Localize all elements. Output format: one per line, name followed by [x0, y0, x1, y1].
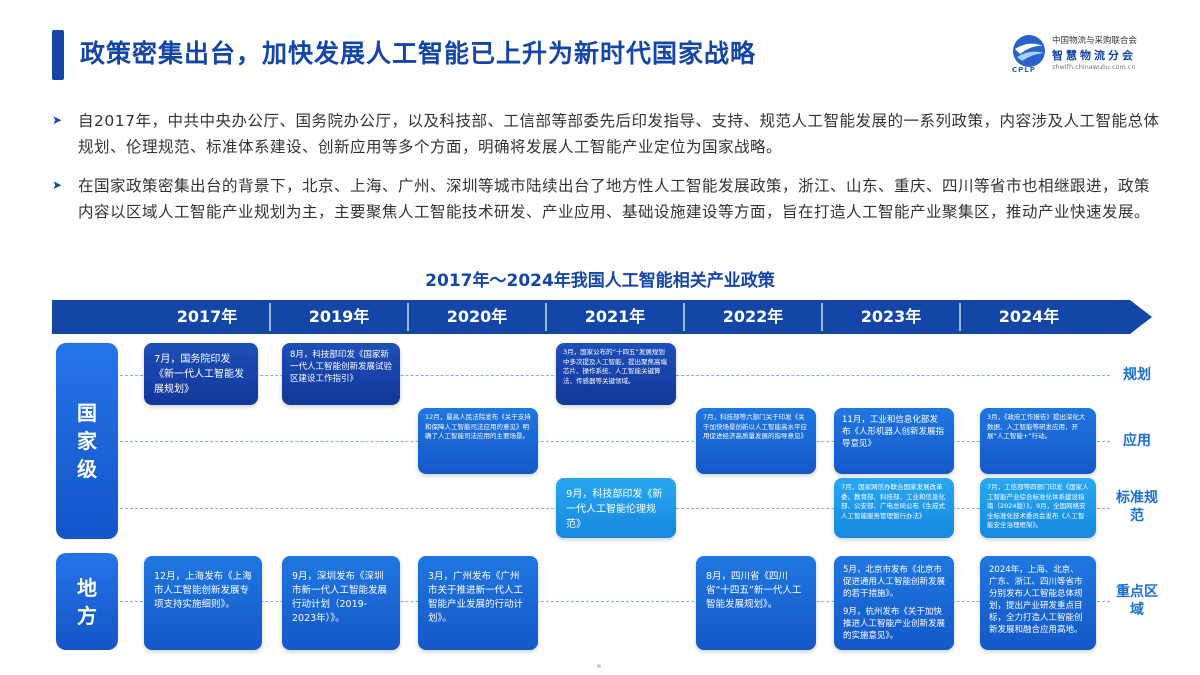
policy-card-2022-national: 7月，科技部等六部门关于印发《关于加快场景创新以人工智能高水平应用促进经济高质量…: [696, 408, 816, 474]
year-2023: 2023年: [860, 307, 922, 326]
globe-logo-icon: [1010, 32, 1048, 70]
policy-card-2023-local-hangzhou: 9月，杭州发布《关于加快推进人工智能产业创新发展的实施意见》。: [843, 607, 946, 641]
lane-label-planning: 规划: [1123, 367, 1151, 383]
policy-card-2024-standards: 7月，工信部等四部门印发《国家人工智能产业综合标准化体系建设指南（2024版）》…: [980, 478, 1096, 538]
policy-card-2023-local: 5月，北京市发布《北京市促进通用人工智能创新发展的若干措施》。 9月，杭州发布《…: [834, 556, 954, 650]
bullet-item: ➤ 在国家政策密集出台的背景下，北京、上海、广州、深圳等城市陆续出台了地方性人工…: [52, 173, 1162, 225]
policy-card-2021-standards: 9月，科技部印发《新一代人工智能伦理规范》: [556, 478, 676, 538]
year-2017: 2017年: [176, 307, 238, 326]
logo-url: zhwlfh.chinawuliu.com.cn: [1052, 63, 1136, 71]
policy-card-2022-local: 8月，四川省《四川省“十四五”新一代人工智能发展规划》。: [696, 556, 816, 650]
policy-card-2019-local: 9月，深圳发布《深圳市新一代人工智能发展行动计划（2019-2023年）》。: [282, 556, 400, 650]
policy-card-2023-local-beijing: 5月，北京市发布《北京市促进通用人工智能创新发展的若干措施》。: [843, 565, 946, 599]
logo-org: 中国物流与采购联合会: [1052, 36, 1138, 46]
lane-line-regional: [120, 601, 1110, 602]
bullet-text: 在国家政策密集出台的背景下，北京、上海、广州、深圳等城市陆续出台了地方性人工智能…: [78, 177, 1151, 221]
year-arrow-shape: [52, 300, 1152, 334]
logo-abbr: CPLP: [1012, 66, 1036, 74]
policy-card-2017-national: 7月，国务院印发《新一代人工智能发展规划》: [144, 343, 258, 405]
policy-card-2020-local: 3月，广州发布《广州市关于推进新一代人工智能产业发展的行动计划》。: [418, 556, 538, 650]
policy-card-2019-national: 8月，科技部印发《国家新一代人工智能创新发展试验区建设工作指引》: [282, 343, 400, 405]
policy-card-2024-local: 2024年，上海、北京、广东、浙江、四川等省市分别发布人工智能总体规划，提出产业…: [980, 556, 1096, 650]
bullet-text: 自2017年，中共中央办公厅、国务院办公厅，以及科技部、工信部等部委先后印发指导…: [78, 112, 1160, 156]
policy-card-2023-application: 11月，工业和信息化部发布《人形机器人创新发展指导意见》: [834, 408, 954, 474]
lane-label-standards: 标准规范: [1116, 490, 1158, 524]
policy-card-2024-application: 3月，《政府工作报告》提出深化大数据、人工智能等研发应用，开展“人工智能+”行动…: [980, 408, 1096, 474]
policy-card-2020-national: 12月，最高人民法院发布《关于支持和保障人工智能司法应用的意见》明确了人工智能司…: [418, 408, 538, 474]
title-accent-bar: [52, 30, 64, 80]
intro-bullets: ➤ 自2017年，中共中央办公厅、国务院办公厅，以及科技部、工信部等部委先后印发…: [52, 108, 1162, 238]
year-axis-bar: 2017年 2019年 2020年 2021年 2022年 2023年 2024…: [52, 300, 1152, 334]
year-2024: 2024年: [998, 307, 1060, 326]
bullet-item: ➤ 自2017年，中共中央办公厅、国务院办公厅，以及科技部、工信部等部委先后印发…: [52, 108, 1162, 160]
year-2019: 2019年: [308, 307, 370, 326]
page-title: 政策密集出台，加快发展人工智能已上升为新时代国家战略: [80, 39, 757, 68]
arrow-bullet-icon: ➤: [52, 113, 63, 127]
lane-label-regional: 重点区域: [1116, 584, 1158, 618]
policy-card-2017-local: 12月，上海发布《上海市人工智能创新发展专项支持实施细则》。: [144, 556, 262, 650]
year-2021: 2021年: [584, 307, 646, 326]
page-indicator-dot: [597, 664, 601, 668]
year-2022: 2022年: [722, 307, 784, 326]
policy-card-2021-planning: 3月，国家公布的“十四五”发展规划中多次提及人工智能，提出聚焦高端芯片、操作系统…: [556, 343, 676, 405]
level-local: 地方: [56, 553, 118, 650]
arrow-bullet-icon: ➤: [52, 178, 63, 192]
lane-line-application: [120, 441, 1110, 442]
policy-card-2023-standards: 7月，国家网信办联合国家发展改革委、教育部、科技部、工业和信息化部、公安部、广电…: [834, 478, 954, 538]
level-national: 国家级: [56, 343, 118, 539]
timeline-title: 2017年～2024年我国人工智能相关产业政策: [425, 271, 775, 291]
year-2020: 2020年: [446, 307, 508, 326]
lane-label-application: 应用: [1123, 433, 1151, 449]
logo-name: 智慧物流分会: [1052, 49, 1136, 62]
cflp-logo: CPLP 中国物流与采购联合会 智慧物流分会 zhwlfh.chinawuliu…: [1010, 30, 1180, 76]
